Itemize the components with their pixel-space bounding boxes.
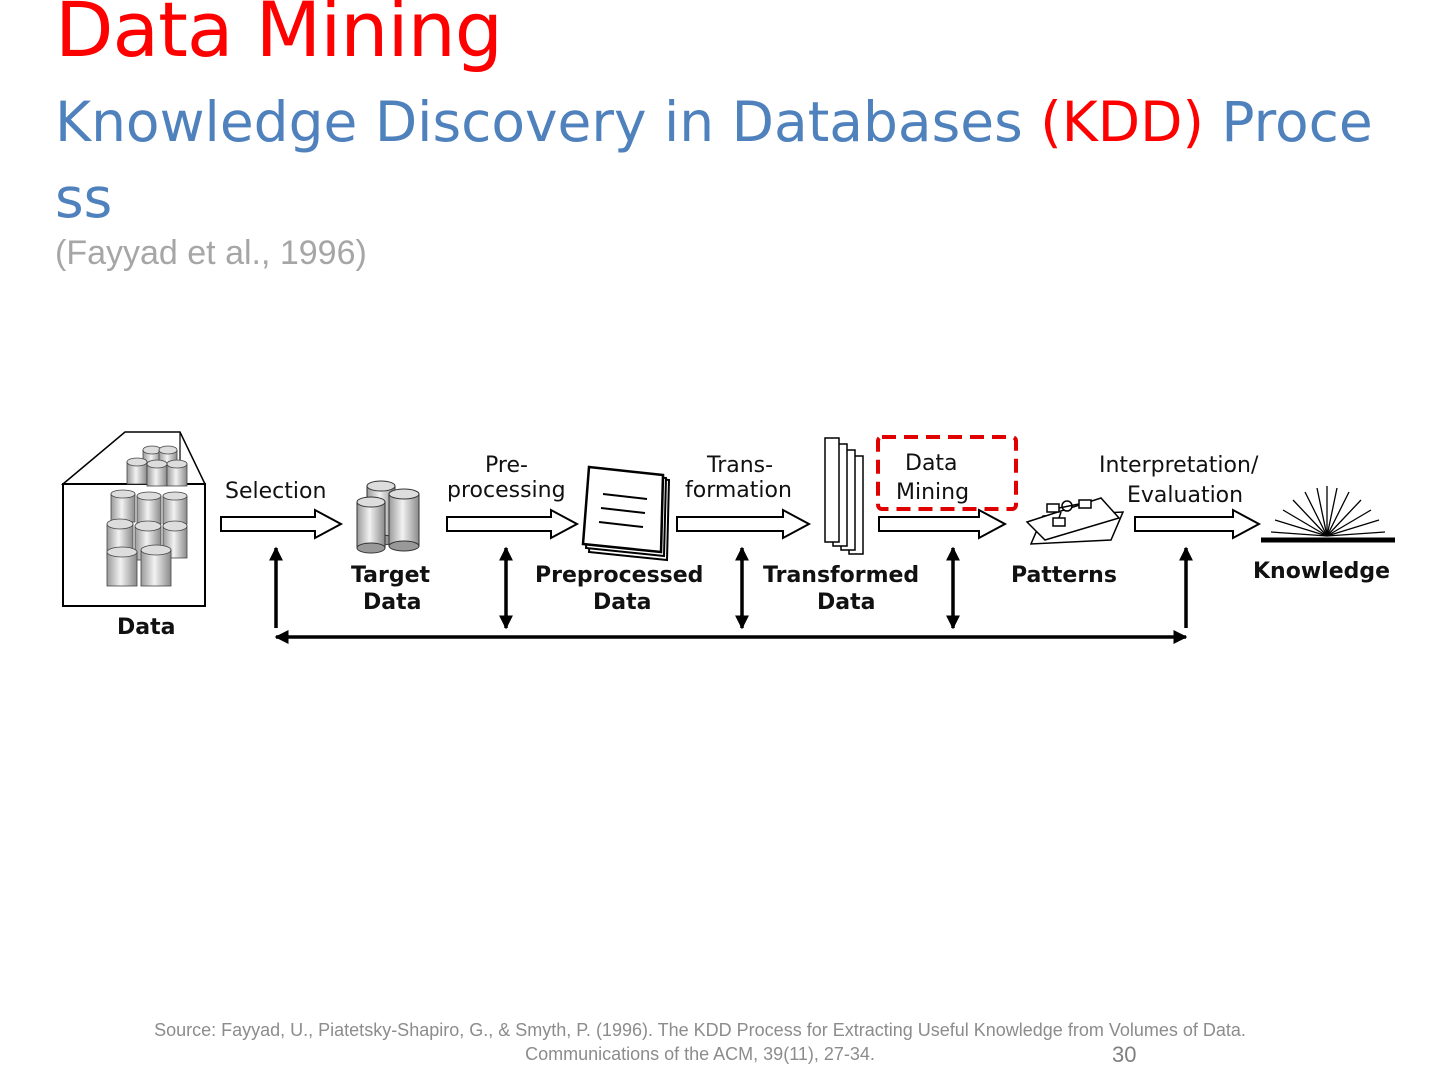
- data-mining-arrow: [878, 508, 1008, 540]
- stage-preprocessed-label-2: Data: [593, 590, 651, 615]
- stage-target-label-1: Target: [351, 563, 431, 588]
- stage-data-label: Data: [117, 615, 175, 640]
- transformed-data-icon: [824, 437, 864, 555]
- preprocessed-data-icon: [581, 465, 671, 562]
- data-database-icon: [60, 431, 207, 607]
- step-data-mining-label-1: Data: [905, 451, 958, 476]
- transformation-arrow: [676, 508, 812, 540]
- step-interpretation-label-1: Interpretation/: [1099, 453, 1259, 478]
- target-data-icon: [356, 480, 420, 554]
- source-line-1: Source: Fayyad, U., Piatetsky-Shapiro, G…: [154, 1020, 1246, 1040]
- step-interpretation-label-2: Evaluation: [1127, 483, 1243, 508]
- stage-preprocessed-label-1: Preprocessed: [535, 563, 703, 588]
- slide-title: Data Mining: [55, 0, 503, 74]
- patterns-icon: [1025, 497, 1125, 545]
- selection-arrow: [220, 508, 344, 540]
- source-line-2: Communications of the ACM, 39(11), 27-34…: [525, 1044, 875, 1064]
- feedback-loop-arrows: [269, 546, 1193, 644]
- step-preprocessing-label-2: processing: [447, 478, 566, 503]
- preprocessing-arrow: [446, 508, 580, 540]
- stage-transformed-label-1: Transformed: [763, 563, 919, 588]
- step-transformation-label-2: formation: [685, 478, 792, 503]
- stage-patterns-label: Patterns: [1011, 563, 1117, 588]
- page-number: 30: [1112, 1042, 1137, 1067]
- step-data-mining-label-2: Mining: [896, 480, 969, 505]
- stage-target-label-2: Data: [363, 590, 421, 615]
- subtitle-main: Knowledge Discovery in Databases: [55, 90, 1041, 154]
- data-mining-highlight-box: [876, 435, 1018, 511]
- kdd-process-diagram: Data Selection Target Data Pre- processi…: [60, 431, 1395, 644]
- source-reference: Source: Fayyad, U., Piatetsky-Shapiro, G…: [90, 1018, 1310, 1066]
- citation: (Fayyad et al., 1996): [55, 234, 367, 272]
- knowledge-book-icon: [1261, 486, 1395, 543]
- stage-transformed-label-2: Data: [817, 590, 875, 615]
- step-transformation-label-1: Trans-: [706, 453, 773, 478]
- subtitle-end: Process: [55, 90, 1373, 230]
- step-selection-label: Selection: [225, 479, 326, 504]
- step-preprocessing-label-1: Pre-: [485, 453, 528, 478]
- stage-knowledge-label: Knowledge: [1253, 559, 1390, 584]
- slide-subtitle: Knowledge Discovery in Databases (KDD) P…: [55, 84, 1395, 236]
- interpretation-arrow: [1134, 508, 1262, 540]
- subtitle-kdd: (KDD): [1040, 90, 1204, 154]
